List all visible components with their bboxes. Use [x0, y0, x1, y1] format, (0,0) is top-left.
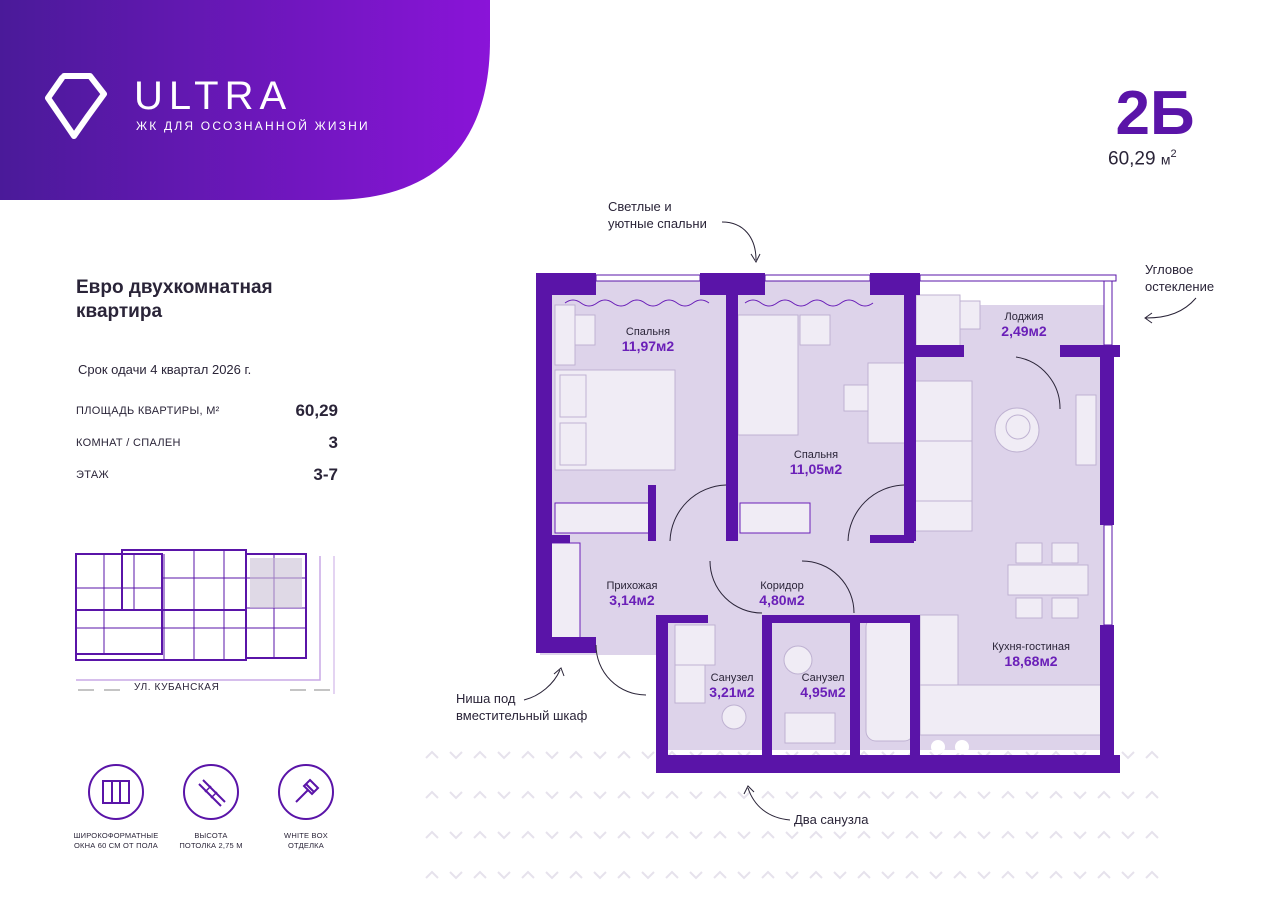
street-label: УЛ. КУБАНСКАЯ — [130, 682, 224, 693]
brand-name: ULTRA — [134, 74, 293, 118]
apartment-title: Евро двухкомнатная квартира — [76, 277, 273, 322]
logo-diamond-icon — [45, 73, 107, 139]
callout-corner-glazing: Угловое остекление — [1145, 262, 1215, 294]
room-kitchen-living: Кухня-гостиная 18,68м2 — [992, 641, 1070, 669]
callout-niche: Ниша под вместительный шкаф — [456, 691, 588, 723]
room-corridor: Коридор 4,80м2 — [759, 580, 805, 608]
room-bedroom-2: Спальня 11,05м2 — [789, 449, 843, 477]
arrow-corner-glazing-icon — [1144, 297, 1197, 324]
apartment-type: 2Б — [1115, 79, 1195, 148]
delivery-date: Срок одачи 4 квартал 2026 г. — [78, 362, 252, 377]
building-floor-plan — [75, 549, 335, 694]
ceiling-height-icon — [183, 764, 239, 820]
room-loggia: Лоджия 2,49м2 — [1001, 311, 1047, 339]
room-bathroom-1: Санузел 3,21м2 — [709, 672, 755, 700]
arrow-two-baths-icon — [743, 785, 791, 821]
callout-bright-bedrooms: Светлые и уютные спальни — [608, 199, 707, 231]
apartment-floor-plan — [536, 273, 1120, 773]
window-icon — [88, 764, 144, 820]
apartment-area: 60,29 м2 — [1108, 148, 1177, 170]
arrow-niche-icon — [523, 667, 565, 701]
paint-brush-icon — [278, 764, 334, 820]
header-banner — [0, 0, 490, 200]
room-hall: Прихожая 3,14м2 — [606, 580, 658, 608]
brand-tagline: ЖК ДЛЯ ОСОЗНАННОЙ ЖИЗНИ — [136, 119, 370, 133]
room-bedroom-1: Спальня 11,97м2 — [621, 326, 675, 354]
arrow-bright-bedrooms-icon — [721, 221, 761, 264]
room-bathroom-2: Санузел 4,95м2 — [800, 672, 846, 700]
callout-two-baths: Два санузла — [794, 812, 869, 827]
